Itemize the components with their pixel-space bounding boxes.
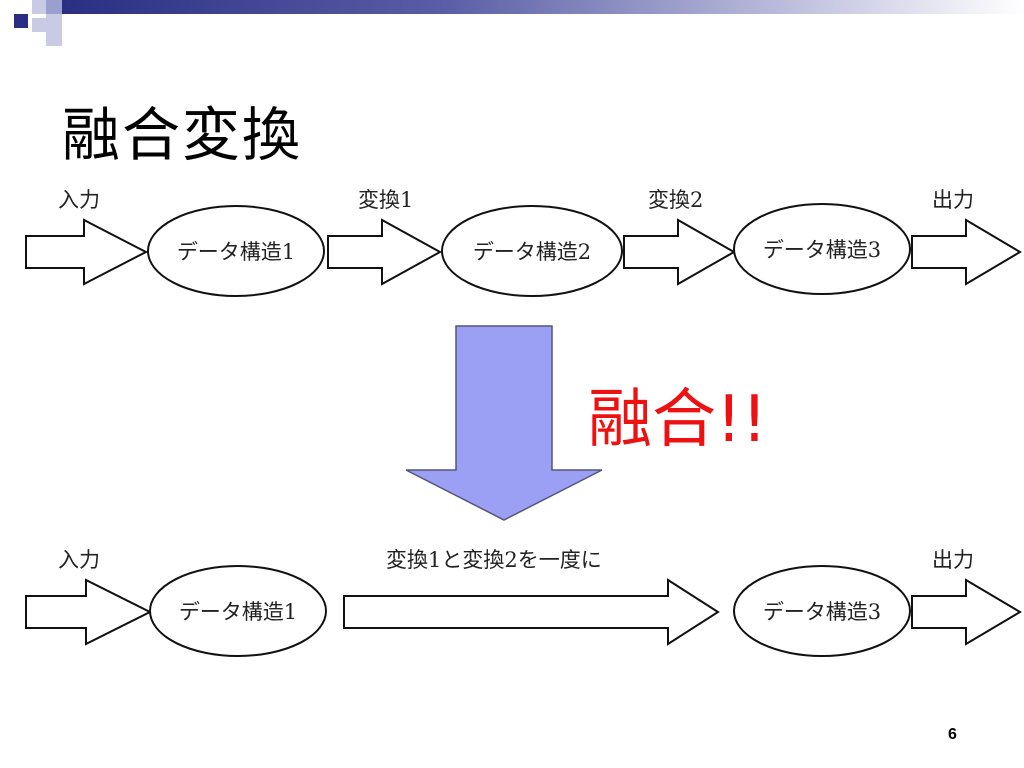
node-data-structure-1-top: データ構造1 xyxy=(176,240,296,264)
input-label-top: 入力 xyxy=(58,188,100,212)
input-arrow-top xyxy=(25,218,149,286)
node-data-structure-1-bottom: データ構造1 xyxy=(178,600,298,624)
node-ellipse-bottom-1 xyxy=(149,565,327,657)
transform2-label: 変換2 xyxy=(648,188,704,212)
output-arrow-top xyxy=(911,218,1022,286)
node-ellipse-top-1 xyxy=(147,205,325,297)
combined-transform-arrow xyxy=(343,578,720,646)
transform1-label: 変換1 xyxy=(358,188,414,212)
page-number: 6 xyxy=(948,726,957,743)
node-data-structure-3-bottom: データ構造3 xyxy=(762,600,882,624)
node-ellipse-top-2 xyxy=(441,205,623,297)
input-arrow-bottom xyxy=(25,578,153,646)
transform2-arrow xyxy=(623,218,737,286)
output-arrow-bottom xyxy=(911,578,1022,646)
output-label-top: 出力 xyxy=(932,188,974,212)
node-ellipse-top-3 xyxy=(733,203,911,295)
header-gradient-bar xyxy=(62,0,1024,14)
header-squares-decoration xyxy=(14,0,62,46)
output-label-bottom: 出力 xyxy=(932,548,974,572)
node-data-structure-2-top: データ構造2 xyxy=(472,240,592,264)
input-label-bottom: 入力 xyxy=(58,548,100,572)
node-ellipse-bottom-2 xyxy=(733,565,911,657)
transform1-arrow xyxy=(327,218,443,286)
fusion-annotation: 融合!! xyxy=(588,383,768,457)
combined-transform-label: 変換1と変換2を一度に xyxy=(386,548,602,572)
node-data-structure-3-top: データ構造3 xyxy=(762,238,882,262)
fusion-down-arrow xyxy=(405,325,603,521)
slide-title: 融合変換 xyxy=(62,101,303,169)
